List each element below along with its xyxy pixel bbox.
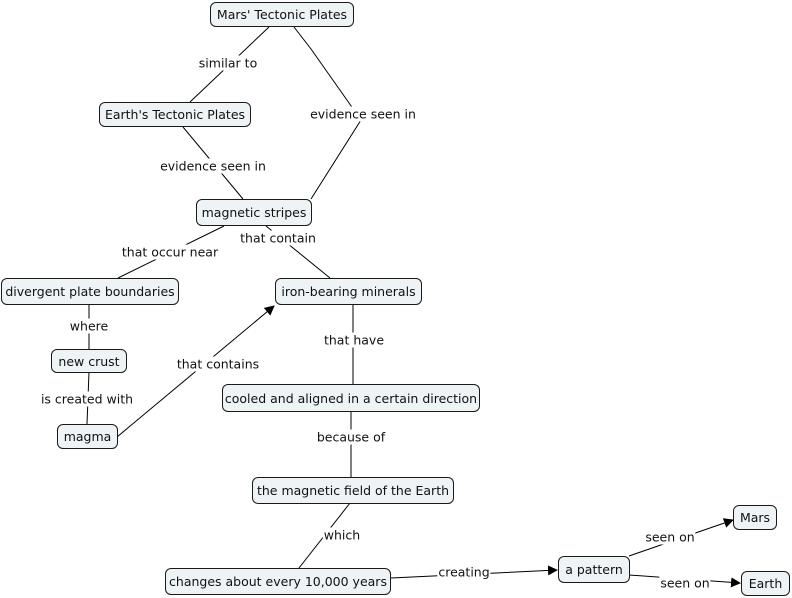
node-iron-bearing-minerals[interactable]: iron-bearing minerals	[275, 278, 422, 305]
node-magma[interactable]: magma	[57, 424, 118, 449]
link-label-which: which	[322, 527, 362, 543]
node-cooled-and-aligned[interactable]: cooled and aligned in a certain directio…	[222, 384, 480, 412]
node-magnetic-field-of-earth[interactable]: the magnetic field of the Earth	[252, 477, 454, 504]
node-divergent-plate-boundaries[interactable]: divergent plate boundaries	[1, 278, 179, 305]
node-a-pattern[interactable]: a pattern	[558, 556, 630, 583]
link-label-that-occur-near: that occur near	[120, 244, 220, 260]
link-label-seen-on-earth: seen on	[659, 575, 711, 591]
node-earths-tectonic-plates[interactable]: Earth's Tectonic Plates	[99, 102, 251, 127]
link-label-evidence-seen-in-earth: evidence seen in	[159, 158, 267, 174]
link-label-that-contains: that contains	[175, 356, 261, 372]
link-label-seen-on-mars: seen on	[644, 529, 696, 545]
link-label-evidence-seen-in-mars: evidence seen in	[309, 106, 417, 122]
link-label-because-of: because of	[315, 429, 387, 445]
node-earth[interactable]: Earth	[741, 571, 790, 596]
link-label-similar-to: similar to	[197, 55, 259, 71]
node-mars-tectonic-plates[interactable]: Mars' Tectonic Plates	[210, 2, 354, 27]
link-label-creating: creating	[437, 564, 491, 580]
line-mars-to-stripes	[293, 26, 362, 200]
node-changes-every-10000-years[interactable]: changes about every 10,000 years	[165, 568, 391, 595]
link-label-that-have: that have	[322, 332, 386, 348]
link-label-that-contain: that contain	[239, 230, 317, 246]
node-magnetic-stripes[interactable]: magnetic stripes	[196, 199, 312, 226]
link-label-where: where	[68, 318, 110, 334]
line-magma-to-iron	[116, 305, 275, 438]
node-mars[interactable]: Mars	[733, 505, 777, 530]
link-label-is-created-with: is created with	[39, 391, 135, 407]
node-new-crust[interactable]: new crust	[51, 349, 127, 373]
